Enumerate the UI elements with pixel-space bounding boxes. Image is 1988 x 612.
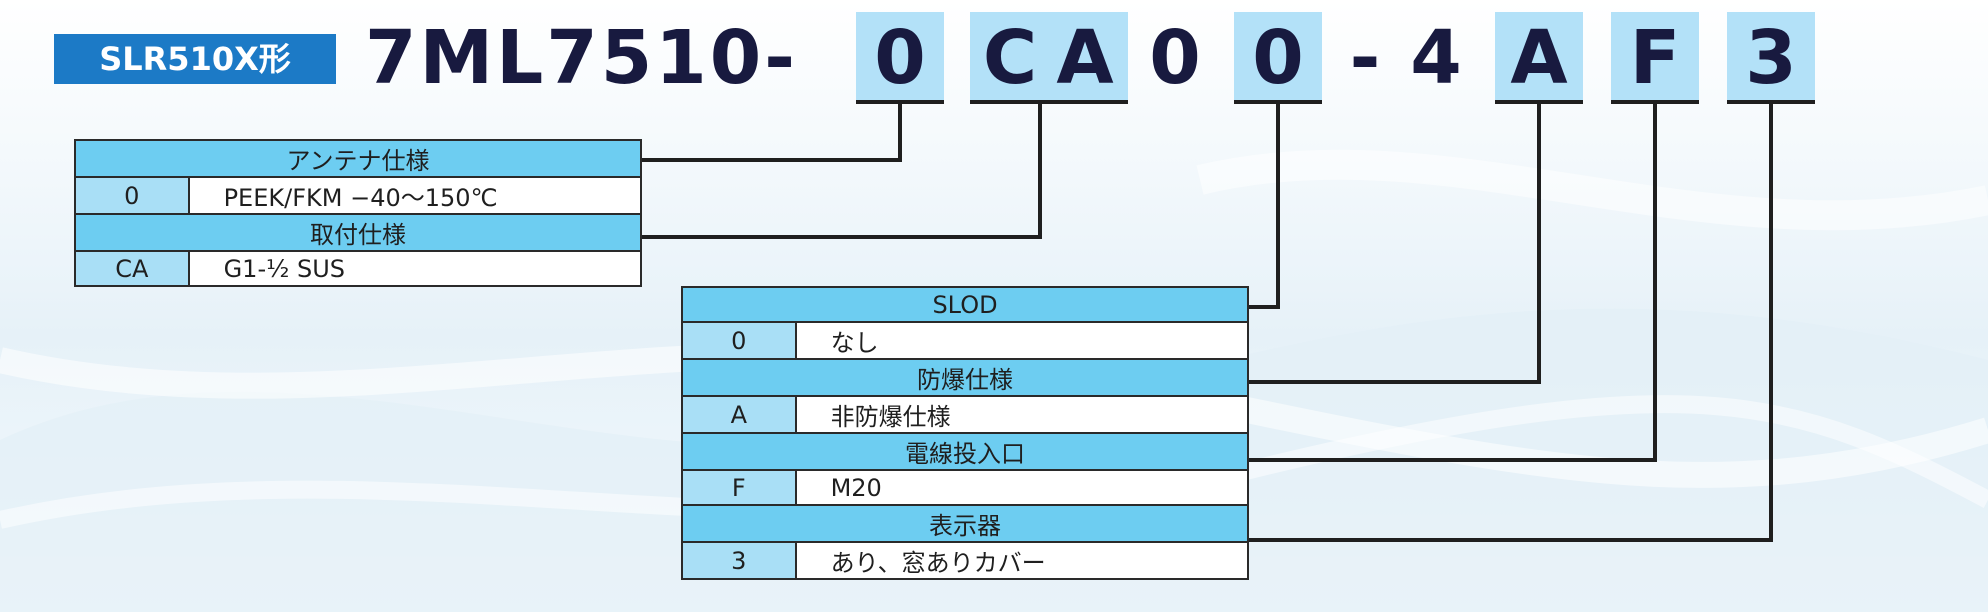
code-box-mount xyxy=(970,12,1128,104)
code-char-display: 3 xyxy=(1745,15,1797,101)
mount-spec-value: G1-½ SUS xyxy=(187,250,643,287)
code-char-fixed-2: 4 xyxy=(1410,15,1462,101)
display-header: 表示器 xyxy=(681,504,1249,543)
order-code-prefix: 7ML7510- xyxy=(365,15,798,101)
table-row: F M20 xyxy=(681,469,1250,506)
table-row: 電線投入口 xyxy=(681,432,1249,471)
code-char-antenna: 0 xyxy=(874,15,926,101)
connector-display xyxy=(1247,104,1773,542)
table-row: CA G1-½ SUS xyxy=(74,250,643,287)
code-char-mount-2: A xyxy=(1056,15,1114,101)
right-spec-table: SLOD 0 なし 防爆仕様 A 非防爆仕様 電線投入口 F M20 表示器 3… xyxy=(681,286,1250,580)
code-box-explosion xyxy=(1495,12,1583,104)
table-row: 3 あり、窓ありカバー xyxy=(681,541,1250,580)
table-row: 表示器 xyxy=(681,504,1249,543)
table-row: 0 PEEK/FKM −40〜150℃ xyxy=(74,176,643,215)
code-box-slod xyxy=(1234,12,1322,104)
cable-entry-header: 電線投入口 xyxy=(681,432,1249,471)
code-char-mount-1: C xyxy=(982,15,1038,101)
connector-cable xyxy=(1247,104,1657,462)
code-char-cable: F xyxy=(1629,15,1681,101)
connector-antenna xyxy=(642,104,902,162)
code-char-slod: 0 xyxy=(1252,15,1304,101)
connector-mount xyxy=(642,104,1042,239)
code-char-explosion: A xyxy=(1510,15,1568,101)
explosion-spec-header: 防爆仕様 xyxy=(681,358,1249,397)
antenna-spec-value: PEEK/FKM −40〜150℃ xyxy=(187,176,643,215)
table-row: 防爆仕様 xyxy=(681,358,1249,397)
code-box-display xyxy=(1727,12,1815,104)
code-char-fixed: 0 xyxy=(1149,15,1201,101)
mount-spec-header: 取付仕様 xyxy=(74,213,642,252)
connector-explosion xyxy=(1247,104,1541,384)
table-row: 0 なし xyxy=(681,321,1250,360)
display-code: 3 xyxy=(681,541,797,580)
table-row: A 非防爆仕様 xyxy=(681,395,1250,434)
left-spec-table: アンテナ仕様 0 PEEK/FKM −40〜150℃ 取付仕様 CA G1-½ … xyxy=(74,139,643,287)
code-char-dash: - xyxy=(1349,15,1381,101)
cable-entry-code: F xyxy=(681,469,797,506)
slod-value: なし xyxy=(794,321,1250,360)
antenna-spec-header: アンテナ仕様 xyxy=(74,139,642,178)
antenna-spec-code: 0 xyxy=(74,176,190,215)
table-row: アンテナ仕様 xyxy=(74,139,642,178)
code-box-cable xyxy=(1611,12,1699,104)
explosion-spec-value: 非防爆仕様 xyxy=(794,395,1250,434)
connector-slod xyxy=(1247,104,1280,309)
display-value: あり、窓ありカバー xyxy=(794,541,1250,580)
table-row: 取付仕様 xyxy=(74,213,642,252)
explosion-spec-code: A xyxy=(681,395,797,434)
code-box-antenna xyxy=(856,12,944,104)
cable-entry-value: M20 xyxy=(794,469,1250,506)
slod-header: SLOD xyxy=(681,286,1249,323)
table-row: SLOD xyxy=(681,286,1249,323)
model-badge: SLR510X形 xyxy=(54,34,336,84)
slod-code: 0 xyxy=(681,321,797,360)
mount-spec-code: CA xyxy=(74,250,190,287)
